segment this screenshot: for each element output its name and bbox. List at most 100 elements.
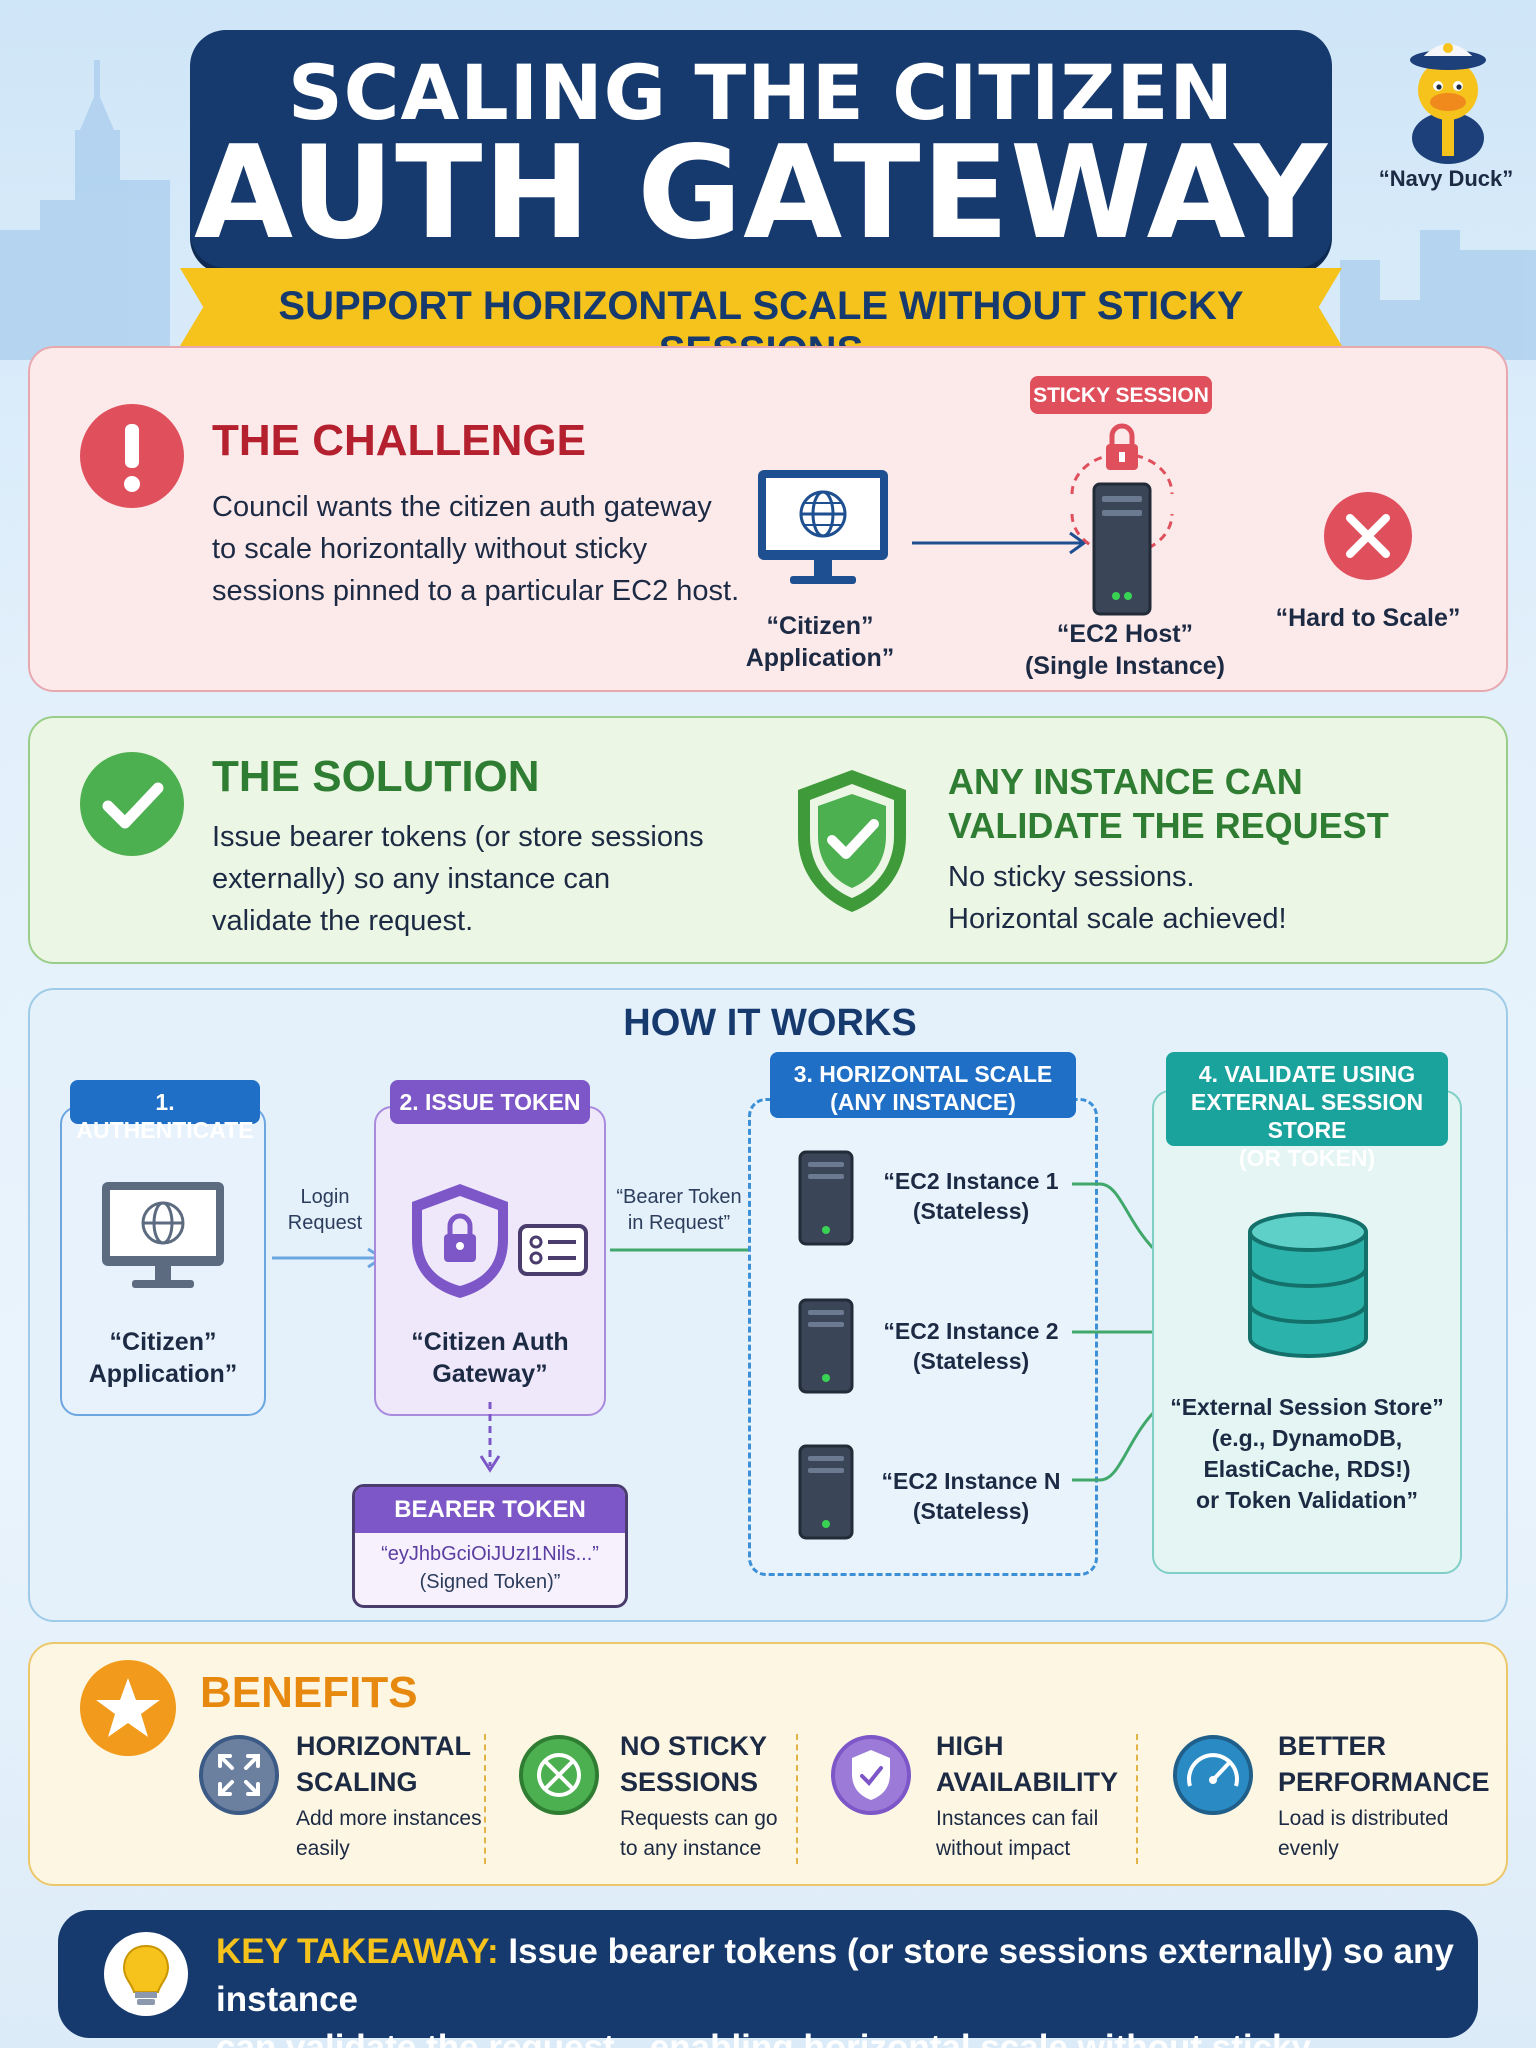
no-pin-icon bbox=[519, 1735, 599, 1815]
bearer-in-request-label: “Bearer Token in Request” bbox=[614, 1184, 744, 1236]
challenge-body-line: sessions pinned to a particular EC2 host… bbox=[212, 575, 740, 607]
title-line: HORIZONTAL bbox=[296, 1731, 471, 1761]
desc-line: without impact bbox=[936, 1837, 1071, 1860]
bearer-token-value: “eyJhbGciOiJUzI1Nils...” bbox=[381, 1543, 599, 1565]
caption-line: “Citizen Auth bbox=[411, 1328, 569, 1356]
bearer-token-note: (Signed Token)” bbox=[419, 1571, 561, 1593]
solution-panel: THE SOLUTION Issue bearer tokens (or sto… bbox=[28, 716, 1508, 964]
desc-line: evenly bbox=[1278, 1837, 1339, 1860]
label-line: Login bbox=[300, 1186, 350, 1208]
key-takeaway-text: KEY TAKEAWAY: Issue bearer tokens (or st… bbox=[216, 1928, 1456, 2048]
benefit-4-title: BETTER PERFORMANCE bbox=[1278, 1728, 1490, 1800]
solution-body-line: Issue bearer tokens (or store sessions bbox=[212, 821, 704, 853]
checkmark-circle-icon bbox=[80, 752, 184, 856]
solution-body: Issue bearer tokens (or store sessions e… bbox=[212, 816, 732, 942]
caption-line: or Token Validation” bbox=[1196, 1487, 1418, 1513]
step-1-label: 1. AUTHENTICATE bbox=[70, 1080, 260, 1143]
challenge-body-line: to scale horizontally without sticky bbox=[212, 533, 648, 565]
benefit-3-title: HIGH AVAILABILITY bbox=[936, 1728, 1118, 1800]
solution-body-line: externally) so any instance can bbox=[212, 863, 611, 895]
challenge-body: Council wants the citizen auth gateway t… bbox=[212, 486, 772, 612]
takeaway-line-1: KEY TAKEAWAY: Issue bearer tokens (or st… bbox=[216, 1928, 1456, 2024]
bearer-token-card: BEARER TOKEN “eyJhbGciOiJUzI1Nils...” (S… bbox=[352, 1484, 628, 1608]
benefit-1-desc: Add more instances easily bbox=[296, 1804, 482, 1864]
title-line: HIGH bbox=[936, 1731, 1004, 1761]
title-line: SESSIONS bbox=[620, 1767, 759, 1797]
challenge-app-caption: “Citizen” Application” bbox=[730, 610, 910, 674]
solution-heading: THE SOLUTION bbox=[212, 752, 540, 801]
desc-line: Instances can fail bbox=[936, 1807, 1099, 1830]
caption-line: ElastiCache, RDS!) bbox=[1203, 1456, 1411, 1482]
subtitle-ribbon: SUPPORT HORIZONTAL SCALE WITHOUT STICKY … bbox=[180, 268, 1342, 346]
login-request-label: Login Request bbox=[270, 1184, 380, 1236]
city-skyline-background bbox=[0, 60, 1536, 360]
desc-line: to any instance bbox=[620, 1837, 762, 1860]
caption-line: (e.g., DynamoDB, bbox=[1211, 1425, 1403, 1451]
key-takeaway-label: KEY TAKEAWAY: bbox=[216, 1932, 499, 1971]
ec2-instance-n-server-icon bbox=[798, 1444, 854, 1540]
label-line: Request bbox=[287, 1212, 363, 1234]
x-circle-icon bbox=[1324, 492, 1412, 580]
subtitle-text: SUPPORT HORIZONTAL SCALE WITHOUT STICKY … bbox=[278, 284, 1244, 346]
monitor-globe-icon bbox=[102, 1182, 224, 1288]
sticky-session-tag: STICKY SESSION bbox=[1030, 376, 1212, 414]
step-2-label: 2. ISSUE TOKEN bbox=[390, 1080, 590, 1124]
monitor-globe-icon bbox=[758, 470, 888, 584]
step-3-label: 3. HORIZONTAL SCALE (ANY INSTANCE) bbox=[770, 1052, 1076, 1118]
step-4-label: 4. VALIDATE USING EXTERNAL SESSION STORE… bbox=[1166, 1052, 1448, 1171]
step-4-caption: “External Session Store” (e.g., DynamoDB… bbox=[1162, 1392, 1452, 1516]
database-icon bbox=[1248, 1212, 1368, 1358]
caption-line: “External Session Store” bbox=[1170, 1394, 1444, 1420]
key-takeaway-banner: KEY TAKEAWAY: Issue bearer tokens (or st… bbox=[58, 1910, 1478, 2048]
challenge-body-line: Council wants the citizen auth gateway bbox=[212, 491, 712, 523]
shield-check-icon bbox=[798, 770, 906, 912]
request-arrow bbox=[912, 531, 1087, 555]
ec2-instance-n-label: “EC2 Instance N (Stateless) bbox=[866, 1466, 1076, 1526]
ec2-instance-2-label: “EC2 Instance 2 (Stateless) bbox=[866, 1316, 1076, 1376]
ec2-instance-1-server-icon bbox=[798, 1150, 854, 1246]
benefit-2-desc: Requests can go to any instance bbox=[620, 1804, 778, 1864]
caption-line: “Citizen” bbox=[766, 612, 874, 640]
takeaway-text-1: Issue bearer tokens (or store sessions e… bbox=[216, 1932, 1454, 2019]
label-line: 3. HORIZONTAL SCALE bbox=[793, 1061, 1053, 1087]
title-line-2: AUTH GATEWAY bbox=[194, 119, 1328, 268]
heading-line: VALIDATE THE REQUEST bbox=[948, 805, 1389, 846]
speedometer-icon bbox=[1173, 1735, 1253, 1815]
benefit-divider bbox=[796, 1734, 798, 1864]
instance-state: (Stateless) bbox=[912, 1498, 1030, 1524]
ec2-instance-2-server-icon bbox=[798, 1298, 854, 1394]
solution-right-body: No sticky sessions. Horizontal scale ach… bbox=[948, 856, 1468, 940]
caption-line: (Single Instance) bbox=[1024, 652, 1226, 680]
benefit-1-title: HORIZONTAL SCALING bbox=[296, 1728, 471, 1800]
label-line: EXTERNAL SESSION STORE bbox=[1190, 1089, 1424, 1143]
benefits-heading: BENEFITS bbox=[200, 1668, 418, 1717]
desc-line: easily bbox=[296, 1837, 350, 1860]
step-2-caption: “Citizen Auth Gateway” bbox=[384, 1326, 596, 1390]
challenge-host-caption: “EC2 Host” (Single Instance) bbox=[1020, 618, 1230, 682]
shield-lock-token-icon bbox=[412, 1184, 588, 1298]
caption-line: “EC2 Host” bbox=[1056, 620, 1194, 648]
label-line: in Request” bbox=[627, 1212, 731, 1234]
step-authenticate-box bbox=[60, 1106, 266, 1416]
desc-line: Requests can go bbox=[620, 1807, 778, 1830]
ec2-instance-1-label: “EC2 Instance 1 (Stateless) bbox=[866, 1166, 1076, 1226]
shield-check-icon bbox=[831, 1735, 911, 1815]
caption-line: “Citizen” bbox=[109, 1328, 217, 1356]
instance-name: “EC2 Instance 1 bbox=[883, 1168, 1059, 1194]
benefit-divider bbox=[484, 1734, 486, 1864]
body-line: No sticky sessions. bbox=[948, 861, 1195, 893]
step-1-caption: “Citizen” Application” bbox=[70, 1326, 256, 1390]
label-line: (ANY INSTANCE) bbox=[830, 1089, 1016, 1115]
title-line: PERFORMANCE bbox=[1278, 1767, 1490, 1797]
benefit-divider bbox=[1136, 1734, 1138, 1864]
token-issue-arrow bbox=[479, 1402, 501, 1473]
benefit-3-desc: Instances can fail without impact bbox=[936, 1804, 1098, 1864]
heading-line: ANY INSTANCE CAN bbox=[948, 761, 1303, 802]
instance-name: “EC2 Instance N bbox=[881, 1468, 1061, 1494]
how-it-works-panel: HOW IT WORKS 1. AUTHENTICATE “Citizen” A… bbox=[28, 988, 1508, 1622]
star-icon bbox=[80, 1660, 176, 1756]
hard-to-scale-caption: “Hard to Scale” bbox=[1275, 604, 1461, 632]
expand-arrows-icon bbox=[199, 1735, 279, 1815]
challenge-panel: THE CHALLENGE Council wants the citizen … bbox=[28, 346, 1508, 692]
benefit-4-desc: Load is distributed evenly bbox=[1278, 1804, 1448, 1864]
